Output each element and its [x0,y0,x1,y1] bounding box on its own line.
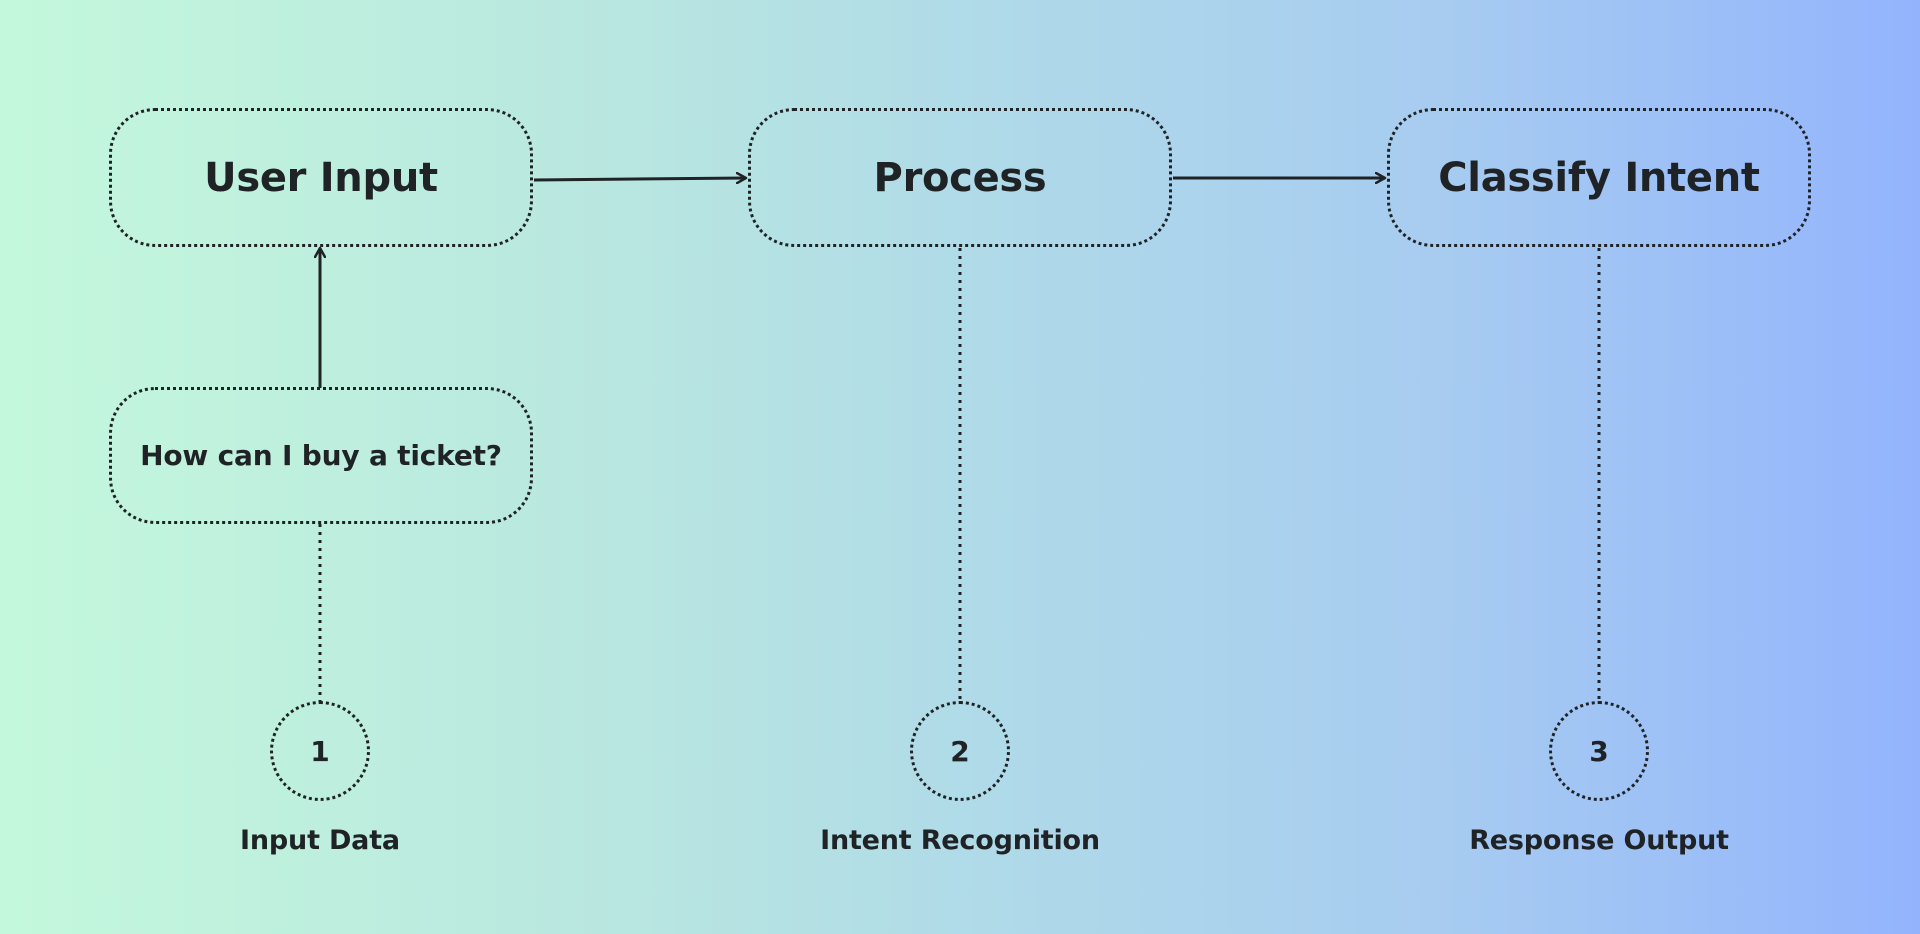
classify-intent-node: Classify Intent [1387,108,1811,247]
arrow-user-input-to-process [533,178,746,180]
question-text: How can I buy a ticket? [140,439,502,472]
step-2-label: Intent Recognition [820,825,1100,856]
step-1-label: Input Data [240,825,400,856]
question-node: How can I buy a ticket? [109,387,533,524]
user-input-label: User Input [204,154,438,201]
process-node: Process [748,108,1172,247]
classify-intent-label: Classify Intent [1438,154,1760,201]
step-3-label: Response Output [1469,825,1729,856]
step-1-circle: 1 [270,701,370,801]
process-label: Process [873,154,1047,201]
user-input-node: User Input [109,108,533,247]
step-2-number: 2 [950,734,970,768]
step-3-number: 3 [1589,734,1609,768]
step-1-number: 1 [310,734,330,768]
step-2-circle: 2 [910,701,1010,801]
step-3-circle: 3 [1549,701,1649,801]
